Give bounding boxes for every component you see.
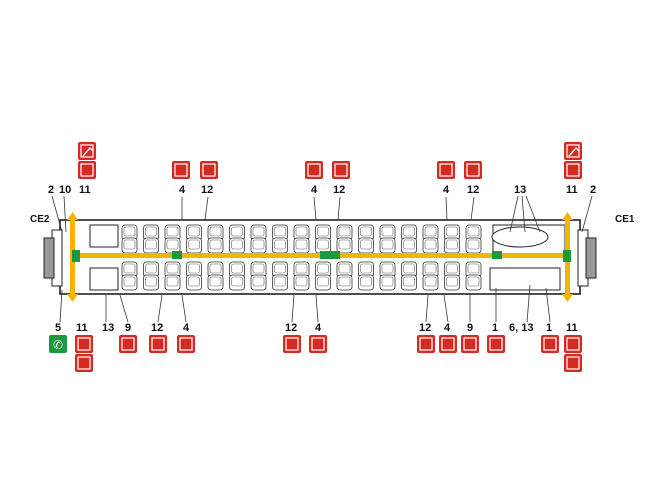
emergency-hammer-icon: [77, 141, 97, 161]
seat: [229, 274, 245, 291]
emergency-phone-icon: ✆: [49, 335, 67, 353]
lever-icon: [118, 334, 138, 354]
seat: [422, 274, 439, 291]
window-exit-icon: [176, 334, 196, 354]
callout-12: 12: [333, 184, 345, 196]
seat: [401, 274, 417, 291]
seat: [336, 237, 353, 254]
callout-4: 4: [444, 322, 451, 334]
first-aid-icon: [74, 353, 94, 373]
emergency-brake-icon: [331, 160, 351, 180]
lever-icon: [460, 334, 480, 354]
window-exit-icon: [438, 334, 458, 354]
seat: [272, 274, 288, 291]
emergency-brake-icon: [463, 160, 483, 180]
callout-5: 5: [55, 322, 61, 334]
callout-lines: [51, 195, 593, 323]
seat: [401, 237, 417, 254]
callout-4: 4: [311, 184, 318, 196]
emergency-brake-icon: [148, 334, 168, 354]
seat: [379, 237, 396, 254]
window-exit-icon: [308, 334, 328, 354]
first-aid-icon: [563, 160, 583, 180]
seat: [121, 237, 138, 254]
seat: [207, 237, 224, 254]
seat: [143, 274, 159, 291]
callout-9: 9: [467, 322, 473, 334]
seat: [229, 237, 245, 254]
seat: [444, 274, 460, 291]
seat: [465, 274, 482, 291]
callout-1: 1: [546, 322, 552, 334]
seat: [250, 274, 267, 291]
seat: [444, 237, 460, 254]
seat: [379, 274, 396, 291]
seat: [315, 237, 331, 254]
window-exit-icon: [436, 160, 456, 180]
callout-1: 1: [492, 322, 498, 334]
seat: [336, 274, 353, 291]
callout-12: 12: [201, 184, 213, 196]
callout-4: 4: [443, 184, 450, 196]
end-label-right: CE1: [615, 214, 635, 225]
seat: [358, 274, 374, 291]
callout-10: 10: [59, 184, 71, 196]
seat: [121, 274, 138, 291]
emergency-hammer-icon: [563, 141, 583, 161]
seat: [207, 274, 224, 291]
callout-2-right: 2: [590, 184, 596, 196]
escape-route: [67, 212, 573, 302]
emergency-hammer-icon: [563, 334, 583, 354]
callout-12: 12: [285, 322, 297, 334]
callout-12: 12: [151, 322, 163, 334]
emergency-brake-icon: [282, 334, 302, 354]
callout-13-top: 13: [514, 184, 526, 196]
end-label-left: CE2: [30, 214, 50, 225]
callout-12: 12: [419, 322, 431, 334]
svg-text:✆: ✆: [53, 338, 63, 352]
first-aid-icon: [77, 160, 97, 180]
seat: [422, 237, 439, 254]
seat: [315, 274, 331, 291]
window-exit-icon: [171, 160, 191, 180]
callout-11-bottom-right: 11: [566, 322, 578, 334]
callout-4: 4: [179, 184, 186, 196]
seat: [465, 237, 482, 254]
seat: [250, 237, 267, 254]
seat: [143, 237, 159, 254]
emergency-brake-icon: [416, 334, 436, 354]
window-exit-icon: [304, 160, 324, 180]
callout-13-bottom: 13: [102, 322, 114, 334]
fire-extinguisher-icon: [540, 334, 560, 354]
callout-2-left: 2: [48, 184, 54, 196]
callout-4: 4: [315, 322, 322, 334]
callout-4: 4: [183, 322, 190, 334]
first-aid-icon: [563, 353, 583, 373]
callout-11-bottom-left: 11: [76, 322, 88, 334]
emergency-hammer-icon: [74, 334, 94, 354]
callout-11-top-right: 11: [566, 184, 578, 196]
callout-9: 9: [125, 322, 131, 334]
callout-11-top-left: 11: [79, 184, 91, 196]
seat: [293, 237, 310, 254]
seat: [186, 274, 202, 291]
seat: [293, 274, 310, 291]
fire-extinguisher-icon: [486, 334, 506, 354]
seat: [164, 274, 181, 291]
seat: [272, 237, 288, 254]
seat: [186, 237, 202, 254]
seat: [358, 237, 374, 254]
emergency-brake-icon: [199, 160, 219, 180]
callout-6-13: 6, 13: [509, 322, 533, 334]
seat: [164, 237, 181, 254]
callout-12: 12: [467, 184, 479, 196]
